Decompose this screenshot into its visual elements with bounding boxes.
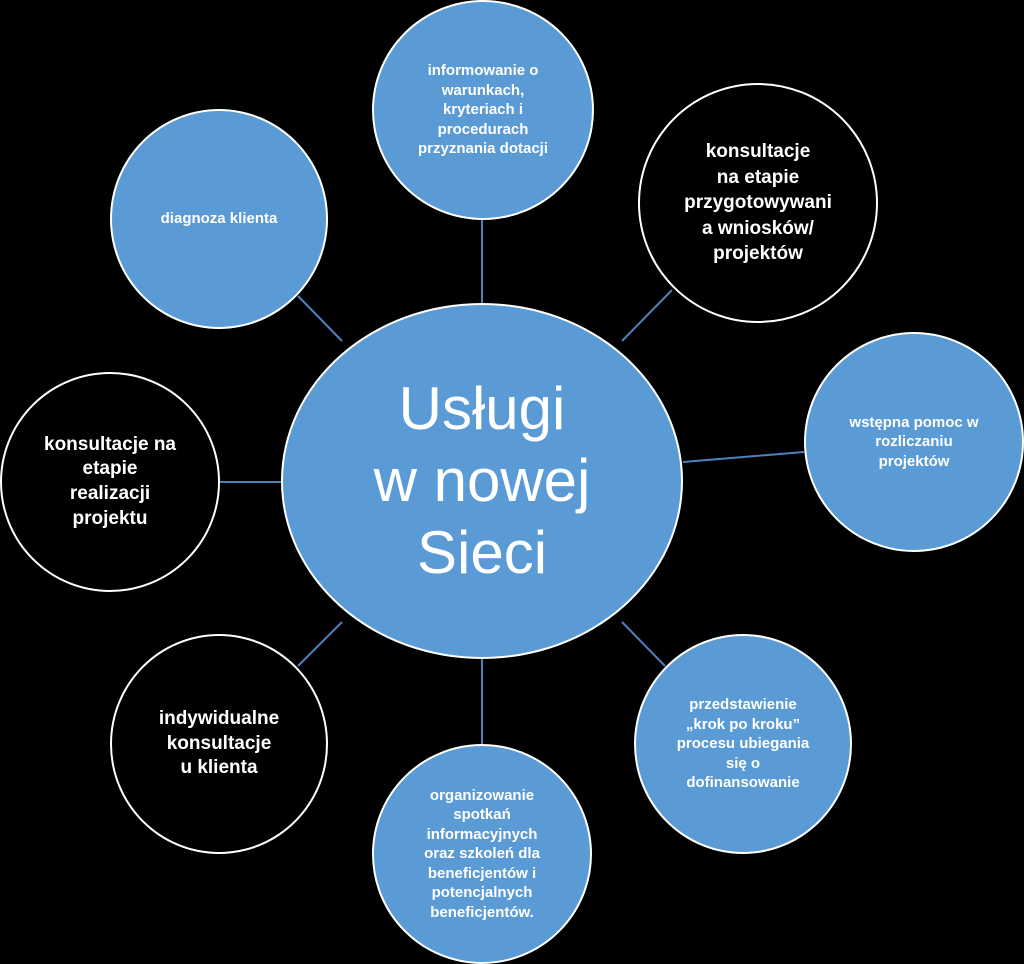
node-diagnoza-label: diagnoza klienta xyxy=(160,210,278,228)
node-konsultacje-realizacja: konsultacje na etapie realizacji projekt… xyxy=(0,372,220,592)
connector-krok-po-kroku xyxy=(621,621,666,667)
node-informowanie-label: informowanie o warunkach, kryteriach i p… xyxy=(417,62,549,158)
node-organizowanie-spotkan: organizowanie spotkań informacyjnych ora… xyxy=(372,744,592,964)
hub-circle: Usługi w nowej Sieci xyxy=(281,303,683,659)
node-konsultacje-realizacja-label: konsultacje na etapie realizacji projekt… xyxy=(44,433,176,529)
connector-diagnoza xyxy=(297,295,343,342)
node-wstepna-pomoc: wstępna pomoc w rozliczaniu projektów xyxy=(804,332,1024,552)
connector-wstepna-pomoc xyxy=(682,451,805,463)
connector-indywidualne-konsultacje xyxy=(297,621,343,667)
node-informowanie: informowanie o warunkach, kryteriach i p… xyxy=(372,0,594,220)
connector-konsultacje-przygotowanie xyxy=(621,289,673,342)
hub-label: Usługi w nowej Sieci xyxy=(373,375,591,586)
node-wstepna-pomoc-label: wstępna pomoc w rozliczaniu projektów xyxy=(849,413,979,470)
node-organizowanie-spotkan-label: organizowanie spotkań informacyjnych ora… xyxy=(424,786,540,921)
node-indywidualne-konsultacje-label: indywidualne konsultacje u klienta xyxy=(158,707,280,779)
node-konsultacje-przygotowanie: konsultacje na etapie przygotowywani a w… xyxy=(638,83,878,323)
node-krok-po-kroku: przedstawienie „krok po kroku” procesu u… xyxy=(634,634,852,854)
node-konsultacje-przygotowanie-label: konsultacje na etapie przygotowywani a w… xyxy=(684,140,832,265)
node-diagnoza: diagnoza klienta xyxy=(110,109,328,329)
node-krok-po-kroku-label: przedstawienie „krok po kroku” procesu u… xyxy=(676,696,810,792)
node-indywidualne-konsultacje: indywidualne konsultacje u klienta xyxy=(110,634,328,854)
